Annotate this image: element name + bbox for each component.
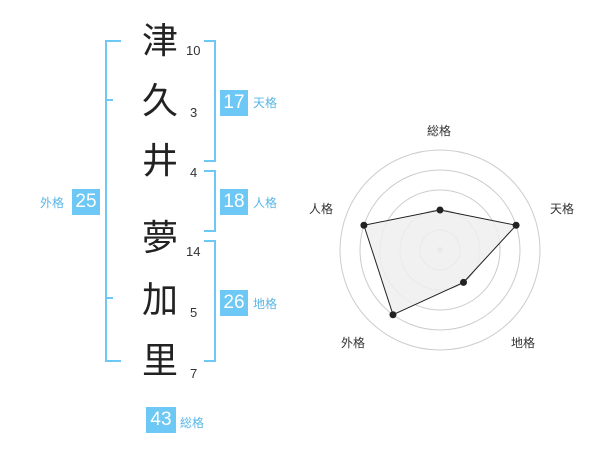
stroke-count-1: 10	[186, 43, 201, 58]
chikaku-value: 26	[220, 290, 248, 316]
radar-label-jinkaku: 人格	[309, 202, 334, 216]
radar-grid-ring-4	[359, 169, 521, 331]
jinkaku-label: 人格	[253, 196, 278, 210]
jinkaku-value: 18	[220, 189, 248, 215]
radar-data-area	[363, 209, 518, 316]
radar-label-gaikaku: 外格	[341, 336, 366, 350]
radar-grid-ring-5	[339, 149, 541, 351]
name-char-6: 里	[141, 341, 178, 382]
radar-point-3	[460, 278, 468, 286]
name-char-5: 加	[141, 280, 178, 321]
chikaku-bracket	[204, 240, 216, 362]
soukaku-value: 43	[146, 407, 176, 433]
radar-point-4	[389, 311, 397, 319]
soukaku-label: 総格	[180, 416, 205, 430]
stroke-count-4: 14	[186, 244, 201, 259]
radar-point-2	[512, 221, 520, 229]
gaikaku-tick-1	[105, 99, 113, 101]
stroke-count-6: 7	[190, 366, 198, 381]
tenkaku-label: 天格	[253, 96, 278, 110]
radar-label-chikaku: 地格	[511, 336, 536, 350]
gaikaku-bracket	[105, 40, 121, 362]
gaikaku-value: 25	[72, 189, 100, 215]
tenkaku-bracket	[204, 40, 216, 162]
radar-label-soukaku: 総格	[427, 124, 452, 138]
tenkaku-value: 17	[220, 90, 248, 116]
stroke-count-2: 3	[190, 105, 198, 120]
stroke-count-3: 4	[190, 165, 198, 180]
stroke-count-5: 5	[190, 305, 198, 320]
name-char-4: 夢	[141, 218, 178, 259]
radar-point-1	[436, 206, 444, 214]
name-char-2: 久	[141, 81, 178, 122]
name-char-3: 井	[141, 141, 178, 182]
name-char-1: 津	[141, 21, 178, 62]
radar-point-5	[360, 221, 368, 229]
gaikaku-label: 外格	[40, 196, 65, 210]
jinkaku-bracket	[204, 170, 216, 232]
gaikaku-tick-2	[105, 297, 113, 299]
chikaku-label: 地格	[253, 297, 278, 311]
radar-label-tenkaku: 天格	[550, 202, 575, 216]
